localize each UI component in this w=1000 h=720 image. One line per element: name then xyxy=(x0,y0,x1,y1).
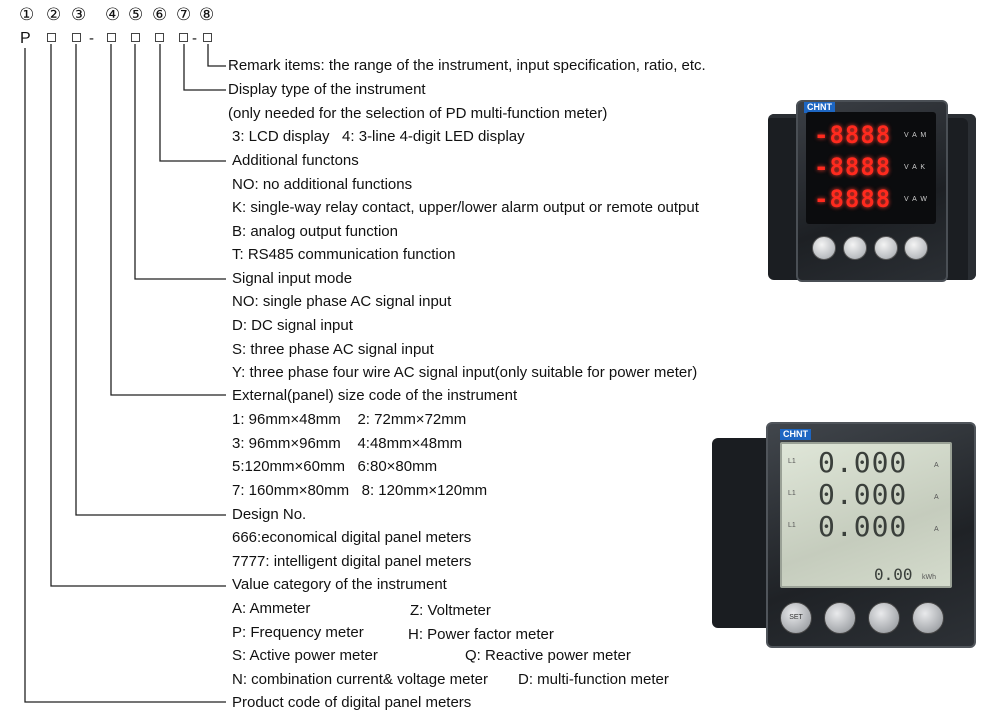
additional-function-b: B: analog output function xyxy=(232,223,398,240)
position-3: ③ xyxy=(71,5,87,24)
leader-line-1 xyxy=(24,48,226,703)
value-category-p: P: Frequency meter xyxy=(232,624,364,641)
leader-line-2 xyxy=(50,44,226,587)
position-1: ① xyxy=(19,5,35,24)
led-meter-button-1 xyxy=(812,236,836,260)
code-box-3 xyxy=(72,33,81,42)
lcd-row-prefix-1: L1 xyxy=(788,458,796,465)
lcd-row-1: 0.000 xyxy=(818,446,908,479)
lcd-meter-image: CHNT L1 L1 L1 0.000 0.000 0.000 A A A 0.… xyxy=(712,420,976,648)
lcd-row-prefix-2: L1 xyxy=(788,490,796,497)
lcd-meter-screen: L1 L1 L1 0.000 0.000 0.000 A A A 0.00 kW… xyxy=(780,442,952,588)
led-meter-button-4 xyxy=(904,236,928,260)
lcd-row-2: 0.000 xyxy=(818,478,908,511)
code-dash-2: - xyxy=(192,30,197,47)
position-2: ② xyxy=(46,5,62,24)
display-type-title: Display type of the instrument xyxy=(228,81,426,98)
lcd-row-prefix-3: L1 xyxy=(788,522,796,529)
leader-line-6 xyxy=(159,44,226,162)
signal-input-y: Y: three phase four wire AC signal input… xyxy=(232,364,698,381)
led-meter-faceplate: CHNT -8888 -8888 -8888 V A M V A K V A W xyxy=(796,100,948,282)
led-unit-3: V A W xyxy=(904,196,927,203)
led-meter-brand-logo: CHNT xyxy=(804,102,835,113)
position-6: ⑥ xyxy=(152,5,168,24)
signal-input-s: S: three phase AC signal input xyxy=(232,341,434,358)
code-box-8 xyxy=(203,33,212,42)
led-meter-button-3 xyxy=(874,236,898,260)
lcd-row-unit-1: A xyxy=(934,462,939,469)
position-7: ⑦ xyxy=(176,5,192,24)
code-box-5 xyxy=(131,33,140,42)
position-8: ⑧ xyxy=(199,5,215,24)
panel-size-7-8: 7: 160mm×80mm 8: 120mm×120mm xyxy=(232,482,488,499)
code-dash-1: - xyxy=(89,30,94,47)
code-box-7 xyxy=(179,33,188,42)
value-category-z: Z: Voltmeter xyxy=(410,602,491,619)
additional-function-t: T: RS485 communication function xyxy=(232,246,456,263)
additional-functions-title: Additional functons xyxy=(232,152,359,169)
led-meter-button-2 xyxy=(843,236,867,260)
led-unit-1: V A M xyxy=(904,132,927,139)
additional-function-k: K: single-way relay contact, upper/lower… xyxy=(232,199,699,216)
lcd-energy-value: 0.00 xyxy=(874,565,913,584)
signal-input-no: NO: single phase AC signal input xyxy=(232,293,452,310)
led-row-2: -8888 xyxy=(814,153,892,181)
led-meter-screen: -8888 -8888 -8888 V A M V A K V A W xyxy=(806,112,936,224)
lcd-meter-brand-logo: CHNT xyxy=(780,429,811,440)
design-no-title: Design No. xyxy=(232,506,307,523)
led-row-3: -8888 xyxy=(814,185,892,213)
lcd-row-unit-2: A xyxy=(934,494,939,501)
code-letter-p: P xyxy=(20,30,31,47)
design-no-666: 666:economical digital panel meters xyxy=(232,529,472,546)
position-4: ④ xyxy=(105,5,121,24)
leader-line-8 xyxy=(207,44,226,67)
lcd-meter-faceplate: CHNT L1 L1 L1 0.000 0.000 0.000 A A A 0.… xyxy=(766,422,976,648)
leader-line-3 xyxy=(75,44,226,516)
product-code-title: Product code of digital panel meters xyxy=(232,694,472,711)
display-type-note: (only needed for the selection of PD mul… xyxy=(228,105,608,122)
leader-line-5 xyxy=(134,44,226,280)
signal-input-title: Signal input mode xyxy=(232,270,353,287)
panel-size-5-6: 5:120mm×60mm 6:80×80mm xyxy=(232,458,438,475)
signal-input-d: D: DC signal input xyxy=(232,317,353,334)
design-no-7777: 7777: intelligent digital panel meters xyxy=(232,553,472,570)
leader-line-4 xyxy=(110,44,226,396)
led-row-1: -8888 xyxy=(814,121,892,149)
lcd-row-3: 0.000 xyxy=(818,510,908,543)
remark-items-title: Remark items: the range of the instrumen… xyxy=(228,57,706,74)
code-box-4 xyxy=(107,33,116,42)
value-category-d: D: multi-function meter xyxy=(518,671,669,688)
value-category-title: Value category of the instrument xyxy=(232,576,447,593)
panel-size-3-4: 3: 96mm×96mm 4:48mm×48mm xyxy=(232,435,463,452)
lcd-meter-set-button: SET xyxy=(780,602,812,634)
value-category-a: A: Ammeter xyxy=(232,600,311,617)
led-meter-image: CHNT -8888 -8888 -8888 V A M V A K V A W xyxy=(760,98,978,282)
led-unit-2: V A K xyxy=(904,164,926,171)
position-5: ⑤ xyxy=(128,5,144,24)
lcd-row-unit-3: A xyxy=(934,526,939,533)
value-category-h: H: Power factor meter xyxy=(408,626,554,643)
display-type-options: 3: LCD display 4: 3-line 4-digit LED dis… xyxy=(232,128,525,145)
additional-function-no: NO: no additional functions xyxy=(232,176,413,193)
lcd-meter-button-3 xyxy=(868,602,900,634)
lcd-meter-button-2 xyxy=(824,602,856,634)
leader-line-7 xyxy=(183,44,226,91)
code-box-6 xyxy=(155,33,164,42)
panel-size-title: External(panel) size code of the instrum… xyxy=(232,387,518,404)
value-category-n: N: combination current& voltage meter xyxy=(232,671,488,688)
lcd-energy-unit: kWh xyxy=(922,574,936,581)
value-category-q: Q: Reactive power meter xyxy=(465,647,631,664)
lcd-meter-button-4 xyxy=(912,602,944,634)
panel-size-1-2: 1: 96mm×48mm 2: 72mm×72mm xyxy=(232,411,467,428)
value-category-s: S: Active power meter xyxy=(232,647,378,664)
code-box-2 xyxy=(47,33,56,42)
